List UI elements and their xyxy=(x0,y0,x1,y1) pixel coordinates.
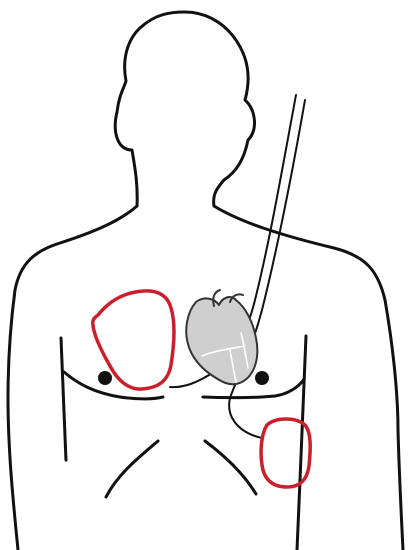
right-pectoral-line xyxy=(203,379,304,398)
head-outline xyxy=(115,12,254,206)
left-pectoral-line xyxy=(64,372,163,399)
right-rib-line xyxy=(205,441,256,494)
left-rib-line xyxy=(106,441,158,497)
heart-shape xyxy=(186,297,257,384)
left-nipple xyxy=(98,371,112,385)
right-nipple xyxy=(255,371,269,385)
right-torso-line xyxy=(297,336,306,550)
heart-icon xyxy=(186,290,257,384)
left-torso-line xyxy=(61,338,66,460)
